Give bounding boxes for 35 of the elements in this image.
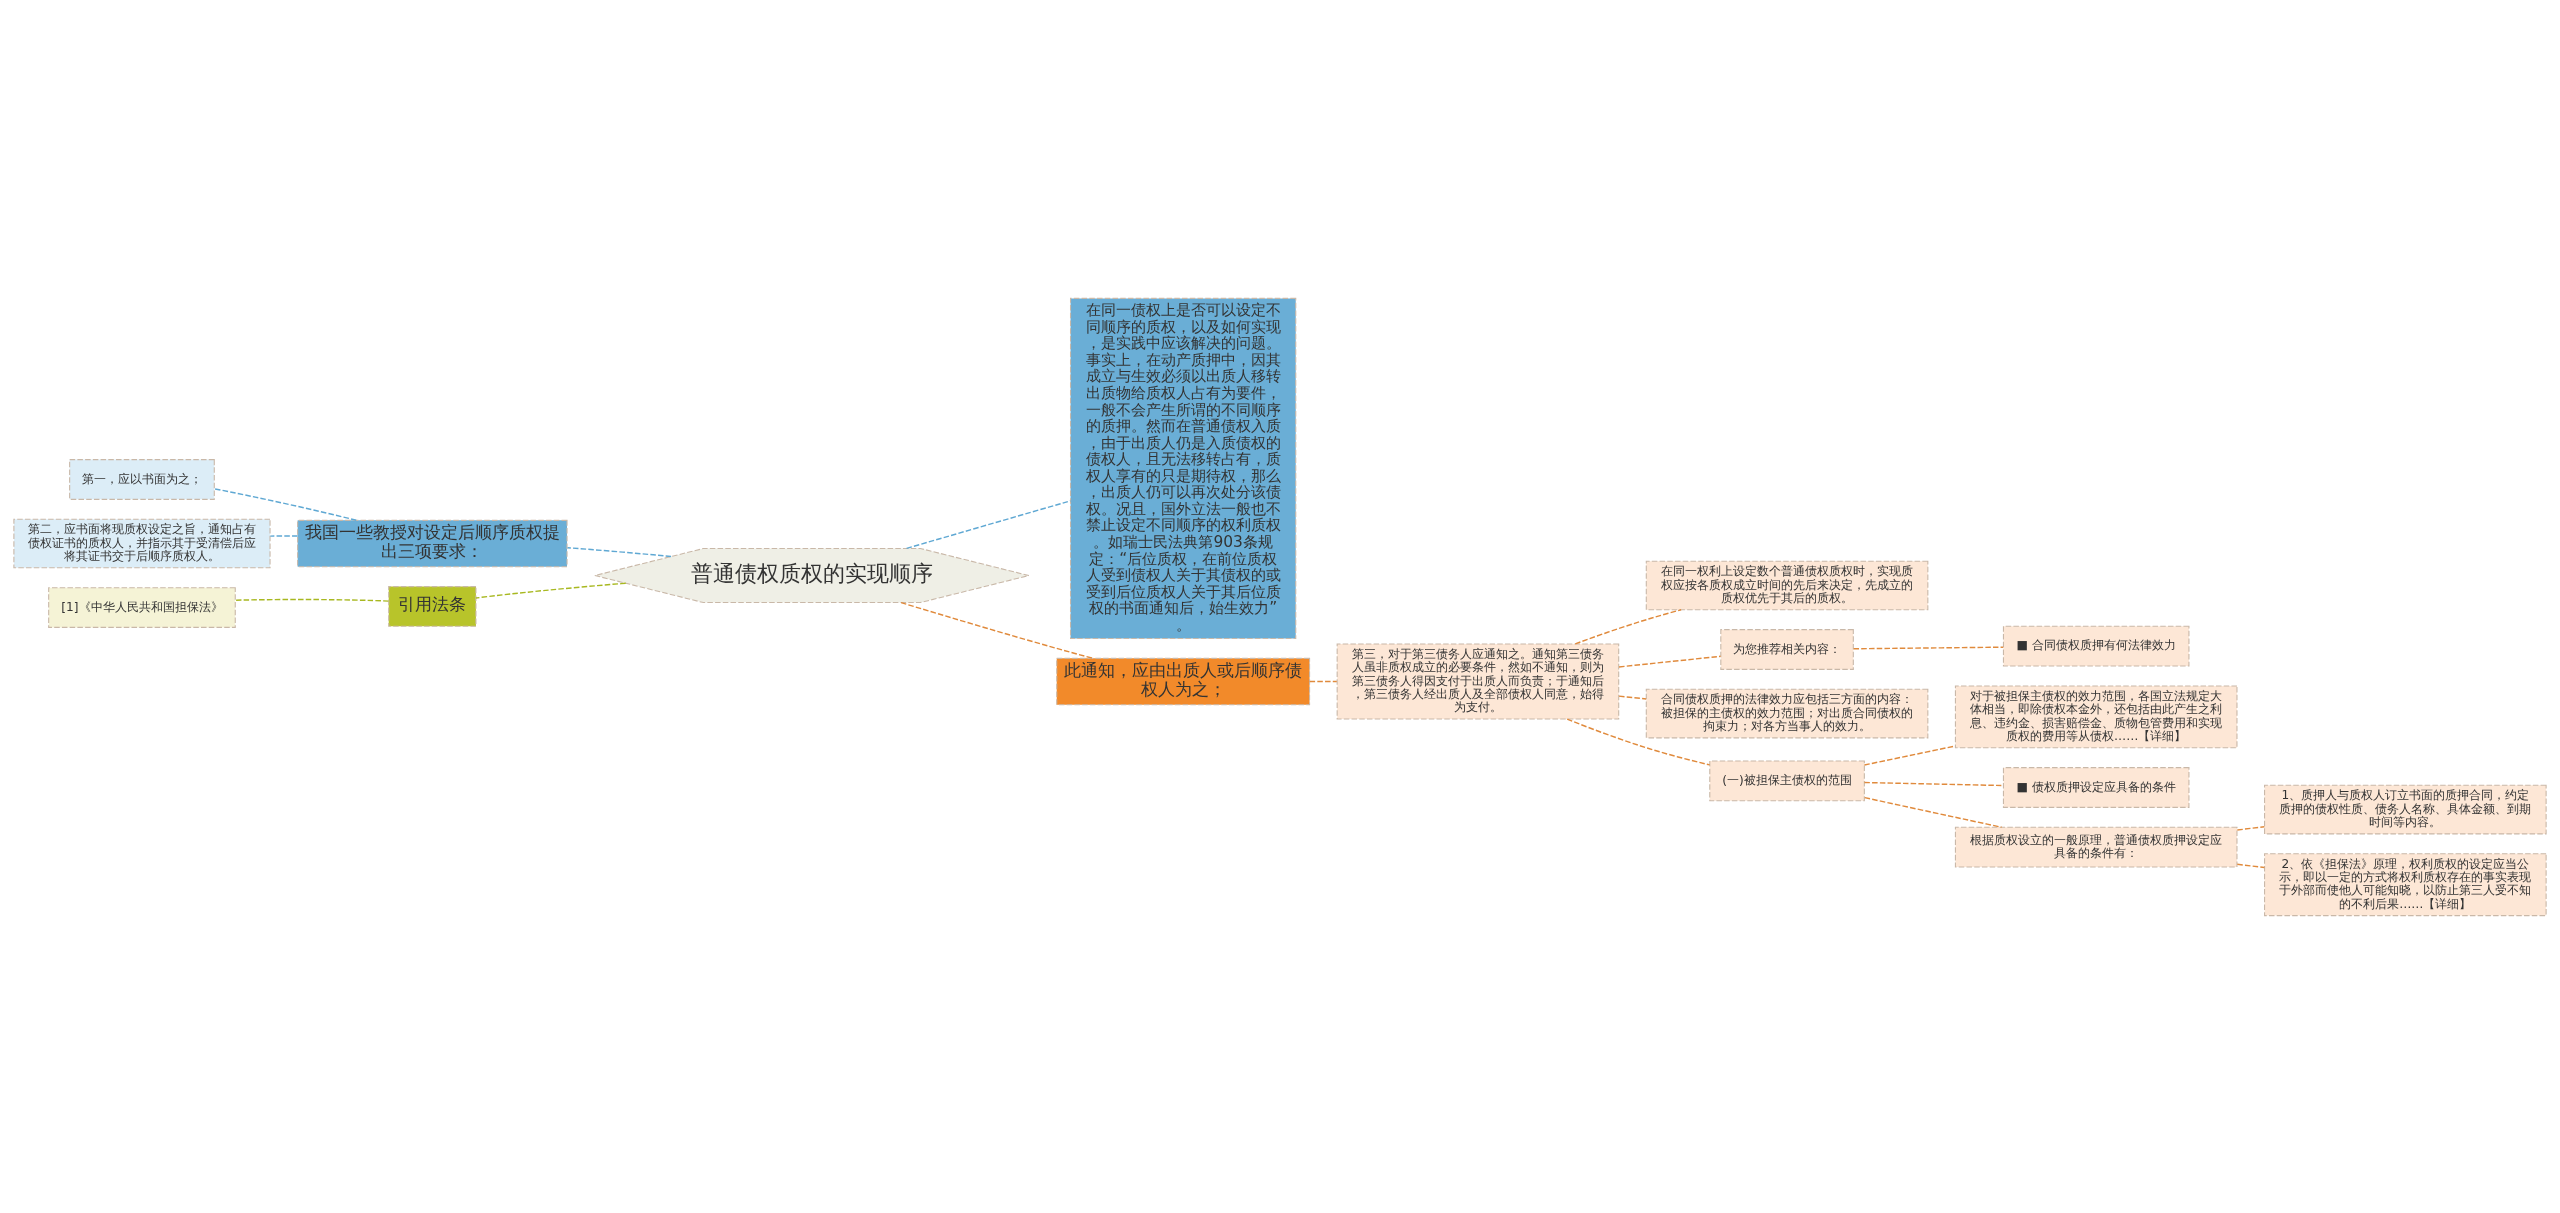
connector [2236, 825, 2266, 831]
node-box: 引用法条 [388, 585, 477, 627]
node-box: 合同债权质押的法律效力应包括三方面的内容：被担保的主债权的效力范围；对出质合同债权的拘束力；对各方当事人的效力。 [1645, 688, 1929, 738]
node-box: 1、质押人与质权人订立书面的质押合同，约定质押的债权性质、债务人名称、具体金额、到期时间等内容。 [2264, 784, 2547, 834]
node-box: 此通知，应由出质人或后顺序债权人为之； [1056, 657, 1311, 705]
node-box: 为您推荐相关内容： [1720, 628, 1854, 670]
connector [234, 598, 390, 602]
node-box: ■ 合同债权质押有何法律效力 [2002, 625, 2190, 667]
connector [1618, 655, 1722, 668]
node-box: 2、依《担保法》原理，权利质权的设定应当公示，即以一定的方式将权利质权存在的事实表现于外部而使他人可能知晓，以防止第三人受不知的不利后果……【详细】 [2264, 852, 2547, 916]
node-box: 第三，对于第三债务人应通知之。通知第三债务人虽非质权成立的必要条件，然如不通知，则为第三债务人得因支付于出质人而负责；于通知后，第三债务人经出质人及全部债权人同意，始得为支付。 [1336, 642, 1620, 720]
node-box: (一)被担保主债权的范围 [1709, 759, 1865, 801]
node-box: 我国一些教授对设定后顺序质权提出三项要求： [297, 519, 568, 567]
node-box: [1]《中华人民共和国担保法》 [48, 586, 236, 628]
node-box: 第二，应书面将现质权设定之旨，通知占有债权证书的质权人，并指示其于受清偿后应将其证书交于后顺序质权人。 [13, 518, 271, 568]
node-box: 根据质权设立的一般原理，普通债权质押设定应具备的条件有： [1954, 826, 2238, 868]
connector [1574, 608, 1682, 645]
connector [1566, 717, 1711, 766]
connector [213, 487, 358, 521]
connector [1863, 744, 1956, 766]
connector [900, 601, 1094, 659]
node-box: 在同一债权上是否可以设定不同顺序的质权，以及如何实现，是实践中应该解决的问题。事实上，在动产质押中，因其成立与生效必须以出质人移转出质物给质权人占有为要件，一般不会产生所谓的不同顺序的质押。然而在普通债权入质，由于出质人仍是入质债权的债权人，且无法移转占有，质权人享有的只是期待权，那么，出质人仍可以再次处分该债权。况且，国外立法一般也不禁止设定不同顺序的权利质权。如瑞士民法典第903条规定：“后位质权，在前位质权人受到债权人关于其债权的或受到后位质权人关于其后位质权的书面通知后，始生效力”。 [1070, 297, 1297, 639]
connector [2236, 863, 2266, 868]
connector [269, 534, 299, 537]
node-box: ■ 债权质押设定应具备的条件 [2002, 766, 2190, 808]
connector [1852, 645, 2004, 649]
connector [1308, 680, 1338, 682]
node-box: 在同一权利上设定数个普通债权质权时，实现质权应按各质权成立时间的先后来决定，先成立的质权优先于其后的质权。 [1645, 560, 1929, 610]
node-box: 对于被担保主债权的效力范围，各国立法规定大体相当，即除债权本金外，还包括由此产生之利息、违约金、损害赔偿金、质物包管费用和实现质权的费用等从债权……【详细】 [1954, 684, 2238, 748]
connector [566, 546, 672, 557]
connector [475, 582, 627, 599]
connector [1864, 796, 2003, 828]
node-box: 第一，应以书面为之； [69, 458, 215, 500]
connector [1618, 694, 1647, 700]
connector [905, 499, 1072, 549]
